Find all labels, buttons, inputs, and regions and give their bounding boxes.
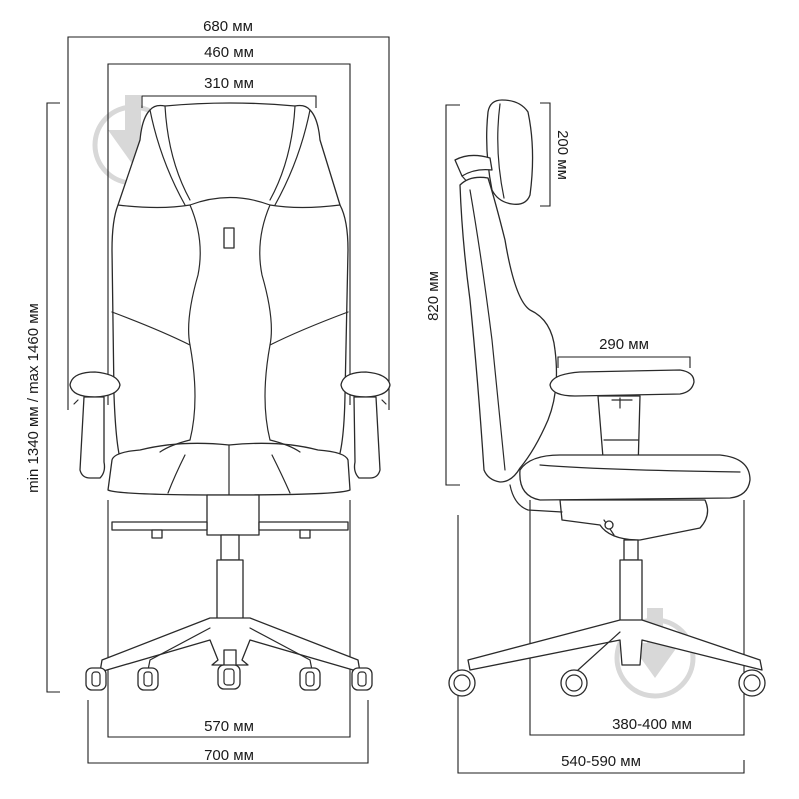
front-caster-2 [137,667,159,691]
front-back-tag [223,227,235,249]
front-caster-4 [299,667,321,691]
side-seat-mechanism [559,499,709,541]
side-base-star [467,619,763,671]
front-seat-width-label: 570 мм [204,718,254,735]
front-seat-mechanism [206,494,260,536]
side-caster-3 [738,669,766,697]
front-chair-drawing [69,102,391,691]
side-armrest-pad [549,369,695,397]
side-chair-drawing [448,99,766,697]
front-left-armrest-post [79,396,106,479]
front-base-width-label: 700 мм [204,747,254,764]
front-caster-1 [85,667,107,691]
front-gas-lift [220,534,240,561]
front-backrest [111,102,349,466]
side-back-height-label: 820 мм [425,271,442,321]
front-caster-3 [217,664,241,690]
front-left-armrest-pad [69,371,121,398]
side-base-depth-label: 540-590 мм [561,753,641,770]
front-back-width-label: 310 мм [204,75,254,92]
side-caster-2 [560,669,588,697]
side-caster-1 [448,669,476,697]
side-backrest [459,176,558,483]
side-armrest-depth-label: 290 мм [599,336,649,353]
side-gas-lift [623,539,639,561]
front-right-armrest-post [353,396,381,479]
side-headrest [486,99,534,205]
side-headrest-height-label: 200 мм [554,130,571,180]
front-dimension-lines [46,36,390,764]
side-dimension-lines [445,102,745,774]
front-height-range-label: min 1340 мм / max 1460 мм [25,303,42,493]
front-inner-width-label: 460 мм [204,44,254,61]
front-caster-5 [351,667,373,691]
front-right-armrest-pad [340,371,391,398]
side-seat-depth-label: 380-400 мм [612,716,692,733]
front-base-star [99,617,361,673]
side-seat-cushion [519,454,751,501]
front-total-width-label: 680 мм [203,18,253,35]
